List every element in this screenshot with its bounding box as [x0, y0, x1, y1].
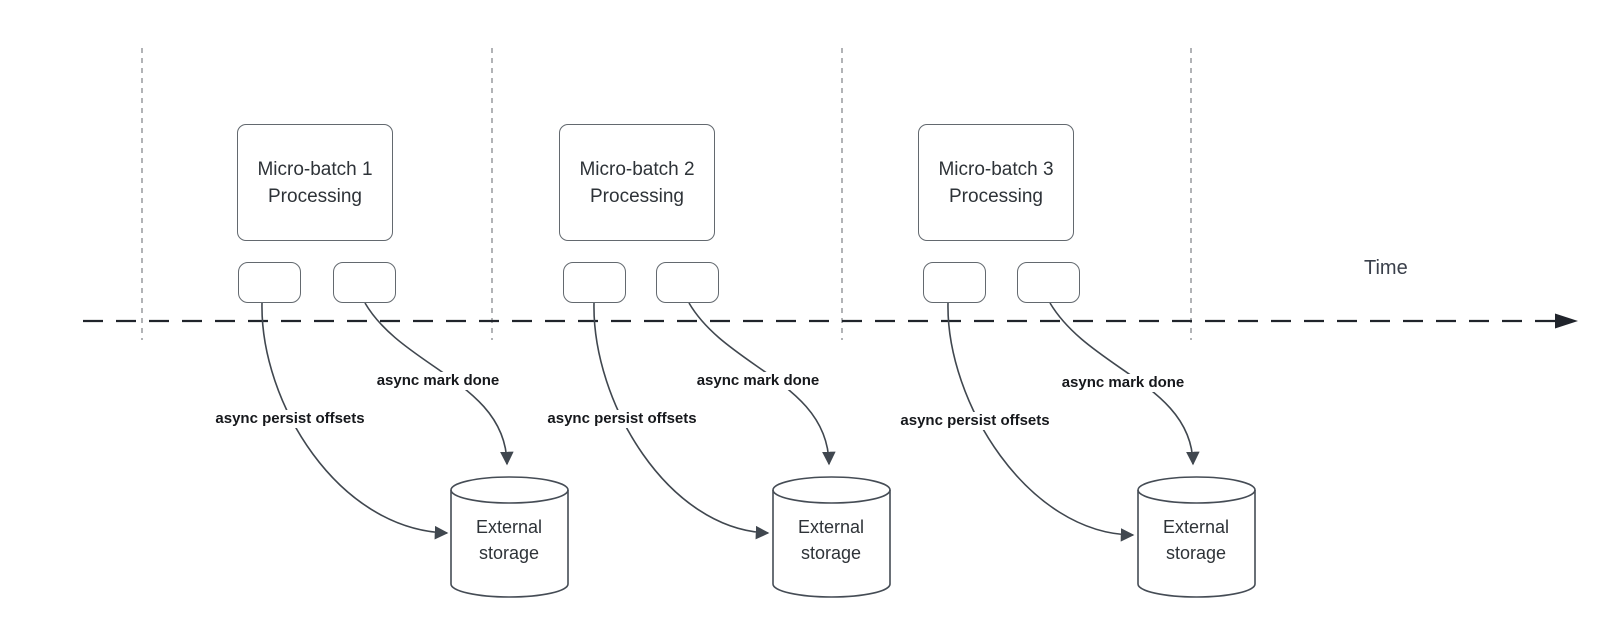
external-storage-label-3: External storage [1163, 514, 1229, 566]
persist-offsets-label-1: async persist offsets [212, 410, 368, 428]
persist-offsets-arrow-1 [261, 302, 449, 540]
time-axis-label: Time [1364, 257, 1408, 279]
mark-done-task-rect-1 [333, 262, 396, 303]
external-storage-label-2-line2: storage [800, 543, 862, 563]
micro-batch-1-title-line2: Processing [268, 185, 362, 207]
external-storage-cylinder-3 [1137, 476, 1256, 598]
external-storage-label-3-line1: External [1162, 517, 1230, 537]
external-storage-label-1-line1: External [475, 517, 543, 537]
external-storage-label-1-line2: storage [478, 543, 540, 563]
mark-done-label-1: async mark done [373, 372, 503, 390]
micro-batch-2-title-line2: Processing [590, 185, 684, 207]
offset-task-rect-1 [238, 262, 301, 303]
micro-batch-3-processing-box: Micro-batch 3 Processing [918, 124, 1074, 241]
external-storage-label-3-line2: storage [1165, 543, 1227, 563]
persist-offsets-arrow-3 [947, 302, 1135, 542]
offset-task-rect-3 [923, 262, 986, 303]
persist-offsets-label-3: async persist offsets [897, 412, 1053, 430]
external-storage-label-2: External storage [798, 514, 864, 566]
external-storage-cylinder-2 [772, 476, 891, 598]
mark-done-label-2: async mark done [693, 372, 823, 390]
micro-batch-3-title-line2: Processing [949, 185, 1043, 207]
mark-done-label-3: async mark done [1058, 374, 1188, 392]
micro-batch-1-processing-box: Micro-batch 1 Processing [237, 124, 393, 241]
external-storage-cylinder-1 [450, 476, 569, 598]
persist-offsets-label-2: async persist offsets [544, 410, 700, 428]
mark-done-task-rect-2 [656, 262, 719, 303]
mark-done-task-rect-3 [1017, 262, 1080, 303]
micro-batch-2-processing-box: Micro-batch 2 Processing [559, 124, 715, 241]
micro-batch-3-title-line1: Micro-batch 3 [938, 158, 1054, 180]
external-storage-label-1: External storage [476, 514, 542, 566]
external-storage-label-2-line1: External [797, 517, 865, 537]
time-axis-arrowhead-icon [1555, 313, 1578, 329]
persist-offsets-arrow-2 [593, 302, 770, 540]
offset-task-rect-2 [563, 262, 626, 303]
micro-batch-2-title-line1: Micro-batch 2 [579, 158, 695, 180]
micro-batch-1-title-line1: Micro-batch 1 [257, 158, 373, 180]
